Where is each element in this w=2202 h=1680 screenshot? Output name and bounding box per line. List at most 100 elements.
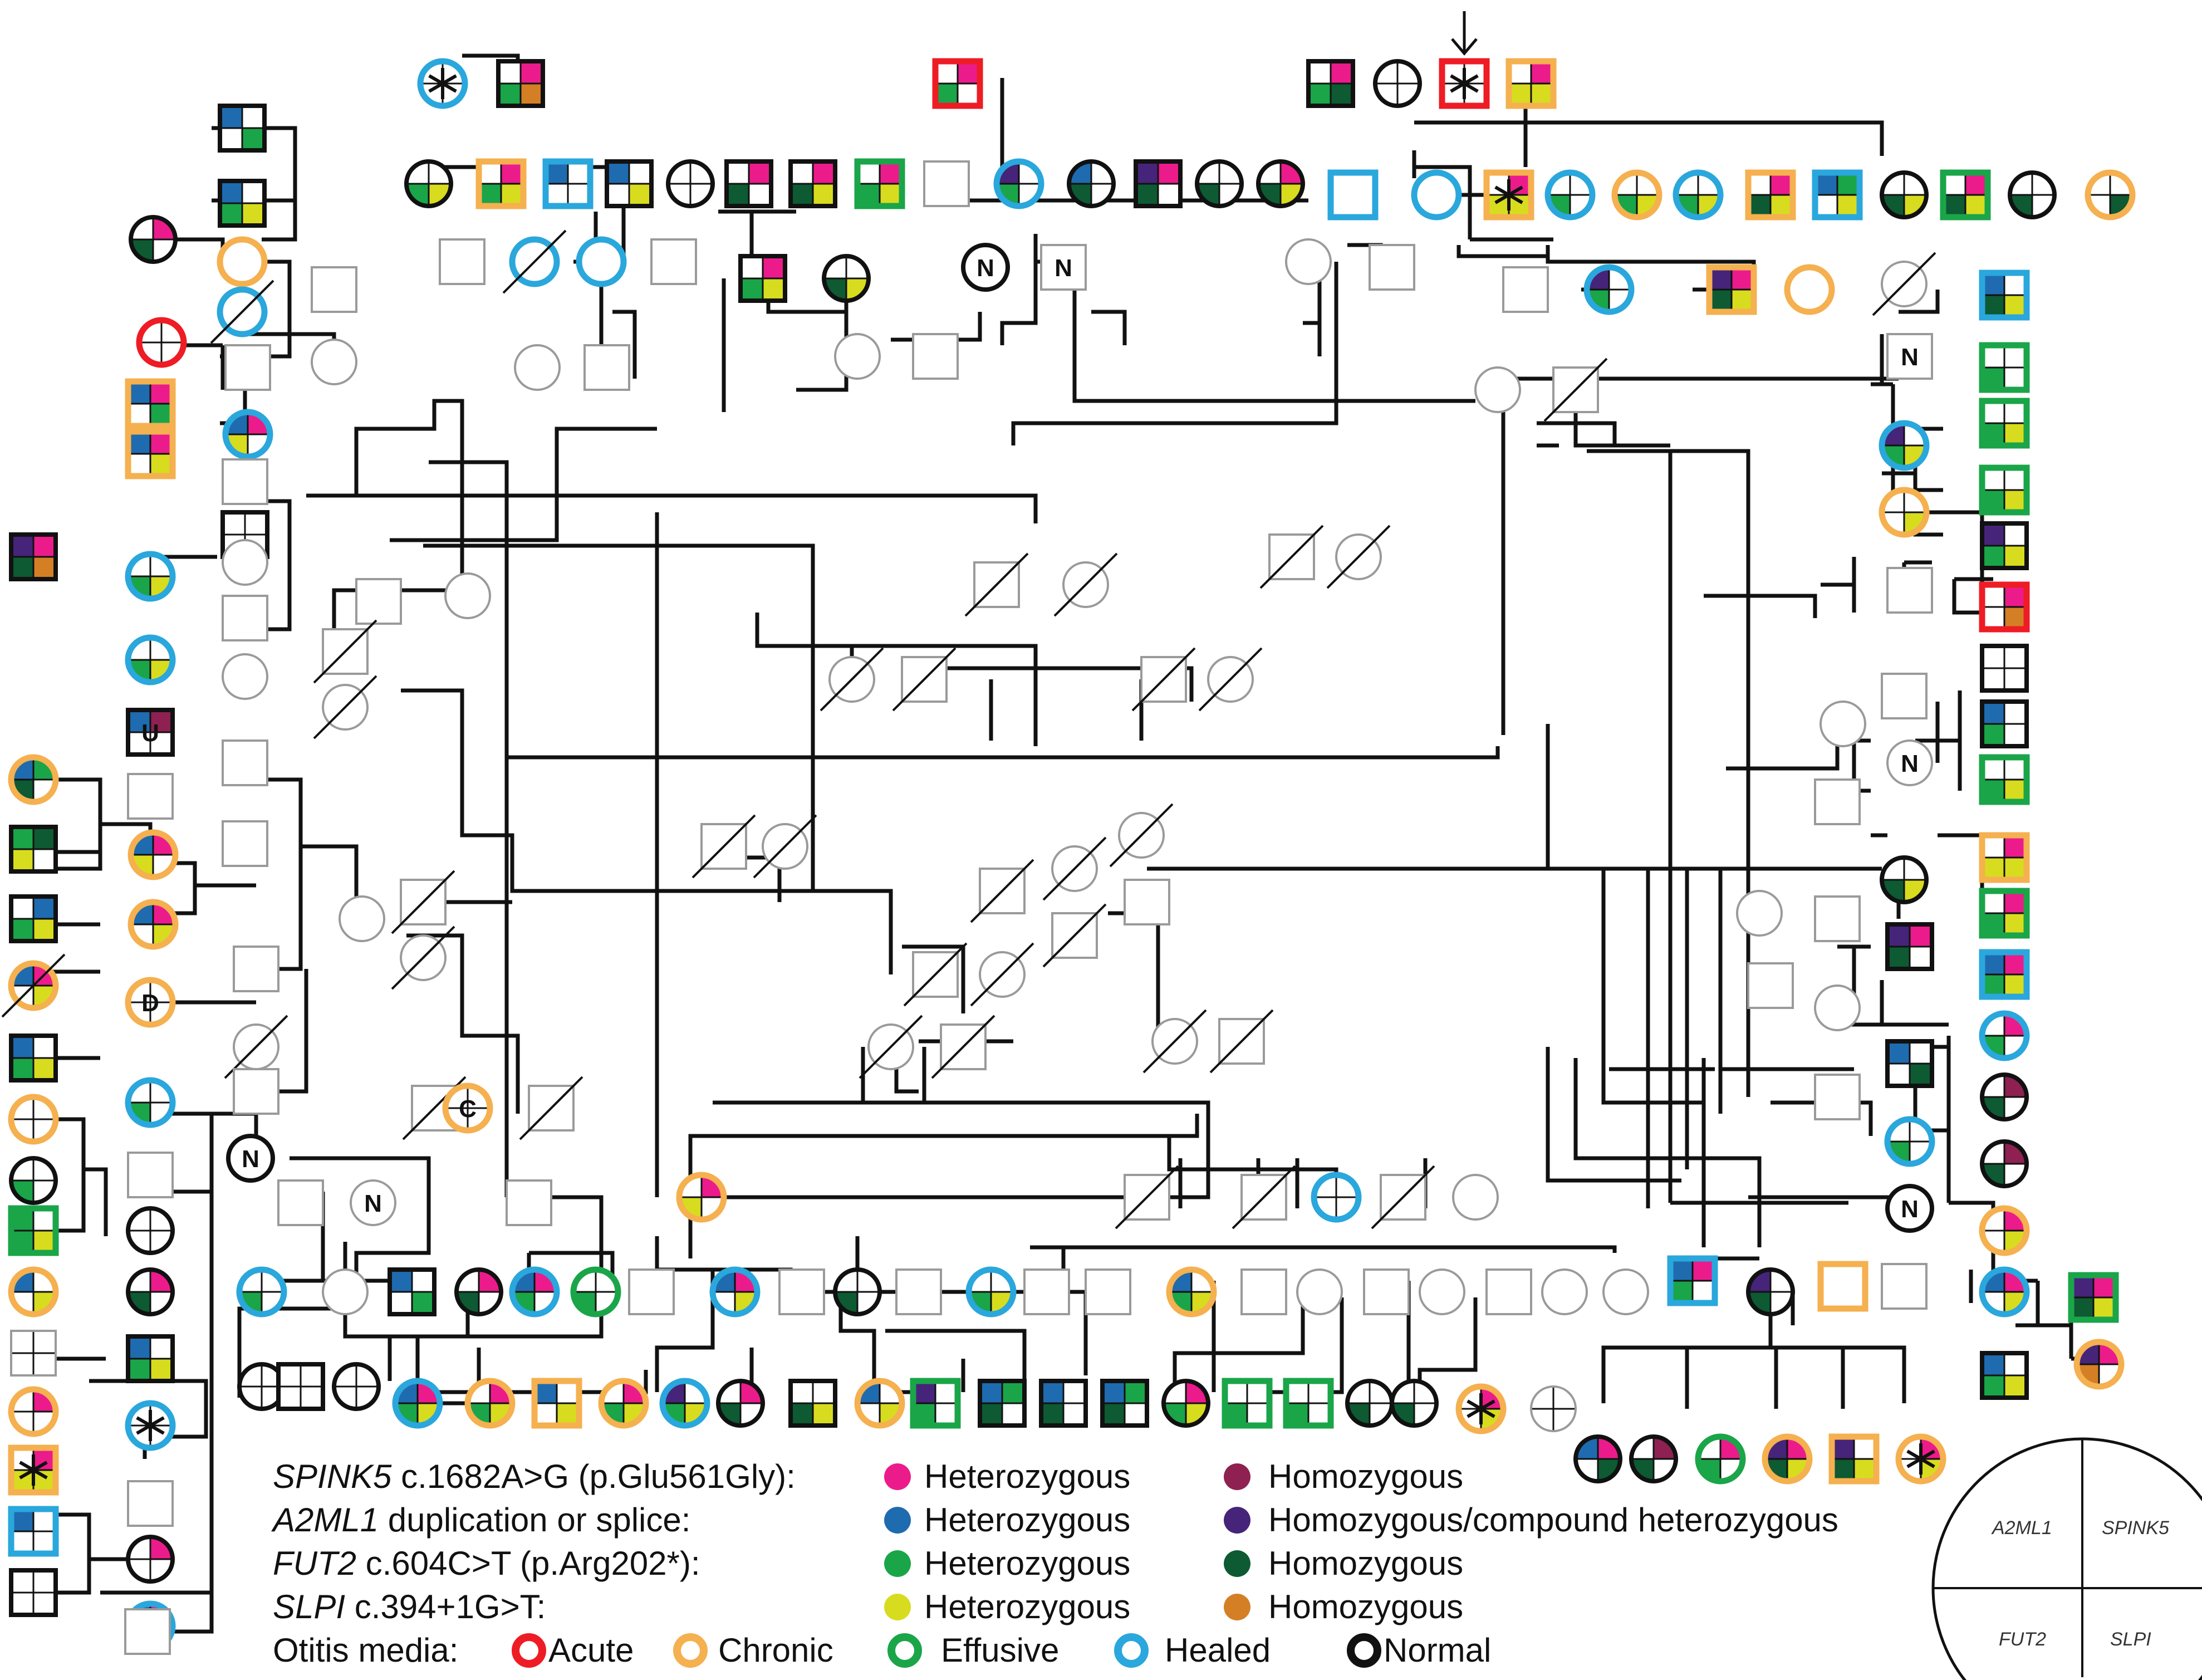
male-individual	[1979, 342, 2030, 393]
genotype-quadrants	[1487, 173, 1531, 217]
male-individual	[10, 1330, 57, 1377]
slpi-hom-swatch	[1224, 1594, 1250, 1620]
male-individual	[1817, 1261, 1868, 1312]
male-individual	[912, 333, 959, 380]
male-individual	[1828, 1433, 1880, 1485]
deceased-slash	[210, 280, 274, 344]
genotype-quadrants	[935, 61, 980, 106]
male-individual	[1980, 644, 2029, 693]
female-individual	[2073, 1339, 2125, 1390]
pedigree-line	[423, 543, 815, 891]
deceased-slash	[1259, 525, 1324, 589]
male-individual	[1885, 922, 1934, 971]
female-individual: N	[1885, 1184, 1934, 1233]
male-individual	[1812, 169, 1863, 221]
male-individual	[1980, 1351, 2029, 1400]
genotype-quadrants	[1982, 273, 2027, 317]
male-individual	[1979, 398, 2030, 449]
pedigree-line	[1412, 150, 1472, 200]
male-individual	[1439, 58, 1490, 109]
female-individual	[1872, 252, 1936, 316]
svg-text:A2ML1 duplication or splice:: A2ML1 duplication or splice:	[271, 1501, 690, 1539]
female-individual	[820, 647, 884, 712]
deceased-slash	[1109, 803, 1174, 868]
slpi-het-swatch	[884, 1594, 911, 1620]
female-individual	[1053, 552, 1118, 617]
male-individual	[1979, 464, 2030, 516]
female-individual	[970, 942, 1034, 1007]
legend-gene-fut2: FUT2	[273, 1545, 356, 1582]
pedigree-line	[1603, 1345, 1906, 1403]
marker-letter: N	[1901, 1196, 1919, 1223]
male-individual	[1706, 264, 1757, 315]
genotype-quadrants	[1887, 1041, 1932, 1086]
male-individual	[1940, 169, 1991, 221]
quadrant-key: A2ML1 SPINK5 FUT2 SLPI	[1931, 1437, 2202, 1680]
female-individual	[125, 1077, 176, 1128]
male-individual	[778, 1268, 825, 1315]
female-individual	[1980, 1072, 2029, 1121]
pedigree-line	[1000, 234, 1038, 345]
genotype-quadrants	[479, 161, 523, 206]
genotype-quadrants	[11, 1208, 56, 1253]
deceased-slash	[1209, 1009, 1274, 1074]
genotype-quadrants	[980, 1381, 1024, 1426]
genotype-quadrants	[1943, 173, 1988, 217]
male-individual	[1502, 266, 1549, 313]
male-individual	[788, 159, 837, 208]
male-individual	[222, 739, 268, 786]
male-individual	[1232, 1165, 1296, 1230]
male-individual	[854, 158, 905, 209]
pedigree-line	[306, 493, 1038, 523]
pedigree-line	[1704, 594, 1817, 618]
pedigree-line	[1899, 290, 1940, 314]
deceased-slash	[1, 953, 66, 1018]
genotype-quadrants	[1509, 61, 1553, 106]
pedigree-line	[1537, 421, 1617, 445]
male-individual	[222, 820, 268, 867]
male-individual	[496, 59, 545, 108]
pedigree-line	[1030, 1245, 1617, 1253]
deceased-slash	[1198, 647, 1263, 712]
pedigree-line	[1952, 579, 1982, 615]
pedigree-line	[145, 1111, 214, 1634]
marker-letter: N	[364, 1190, 382, 1217]
deceased-slash	[391, 870, 455, 934]
male-individual	[1085, 1268, 1131, 1315]
deceased-slash	[1131, 647, 1196, 712]
genotype-quadrants	[727, 161, 771, 206]
deceased-slash	[1326, 525, 1391, 589]
legend-otitis-title: Otitis media:	[273, 1632, 458, 1669]
female-individual	[217, 236, 268, 287]
deceased-slash	[1872, 252, 1936, 316]
pedigree-line	[1949, 1201, 1995, 1281]
female-individual	[127, 899, 179, 950]
svg-text:SPINK5 c.1682A>G (p.Glu561Gly): SPINK5 c.1682A>G (p.Glu561Gly):	[273, 1458, 796, 1495]
genotype-quadrants	[220, 181, 264, 226]
genotype-quadrants	[11, 897, 56, 941]
pedigree-line	[1587, 449, 1750, 1097]
genotype-quadrants	[220, 106, 264, 150]
female-individual	[1541, 1268, 1588, 1315]
legend-hom-spink5: Homozygous	[1268, 1458, 1463, 1495]
spink5-het-swatch	[884, 1463, 911, 1490]
male-individual	[628, 1268, 675, 1315]
male-individual	[2068, 1272, 2119, 1323]
asterisk-icon	[1467, 1393, 1495, 1424]
fut2-het-swatch	[884, 1550, 911, 1577]
male-individual	[903, 942, 968, 1007]
female-individual	[1296, 1268, 1343, 1315]
pedigree-line	[429, 460, 509, 1197]
male-individual	[1979, 888, 2030, 939]
quadrant-key-top-left: A2ML1	[1991, 1517, 2052, 1539]
female-individual	[464, 1378, 516, 1429]
deceased-slash	[502, 229, 567, 294]
male-individual	[355, 578, 402, 625]
male-individual	[1667, 1255, 1718, 1306]
male-individual	[439, 238, 485, 285]
legend-row-spink5: SPINK5 c.1682A>G (p.Glu561Gly): Heterozy…	[273, 1458, 1463, 1495]
female-individual	[1419, 1268, 1465, 1315]
pedigree-line	[262, 259, 292, 359]
deceased-slash	[1053, 552, 1118, 617]
female-individual	[509, 1266, 560, 1317]
